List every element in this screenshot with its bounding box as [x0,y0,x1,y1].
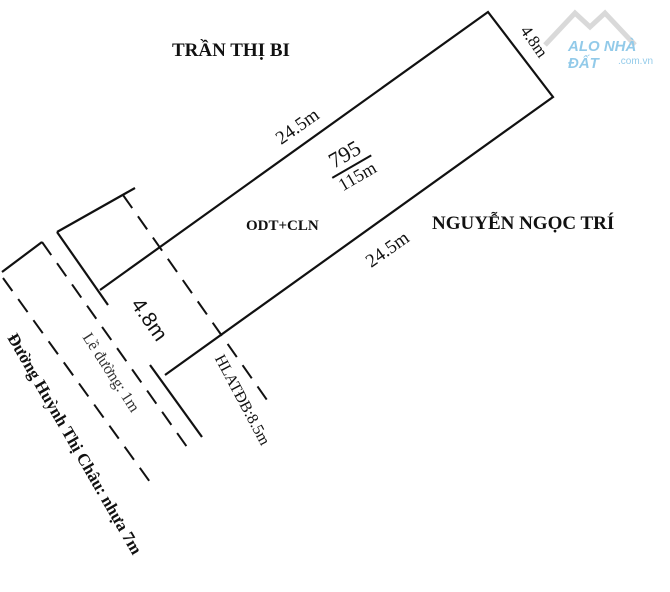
watermark-logo: ALO NHÀ ĐẤT .com.vn [543,9,670,75]
watermark-domain: .com.vn [618,56,654,67]
setback-top-edge [56,187,136,233]
watermark-brand: ALO NHÀ ĐẤT [568,38,637,72]
front-boundary [149,364,203,438]
road-outer-line [2,277,151,483]
plot-boundary [99,10,555,376]
setback-left-edge [56,231,109,306]
setback-line [122,194,268,401]
neighbor-east: NGUYỄN NGỌC TRÍ [432,213,615,234]
house-icon [543,9,637,47]
land-use-code: ODT+CLN [246,218,319,234]
neighbor-north: TRẦN THỊ BI [172,40,290,61]
road-edge-top [1,241,43,273]
sidewalk-line [41,241,188,448]
